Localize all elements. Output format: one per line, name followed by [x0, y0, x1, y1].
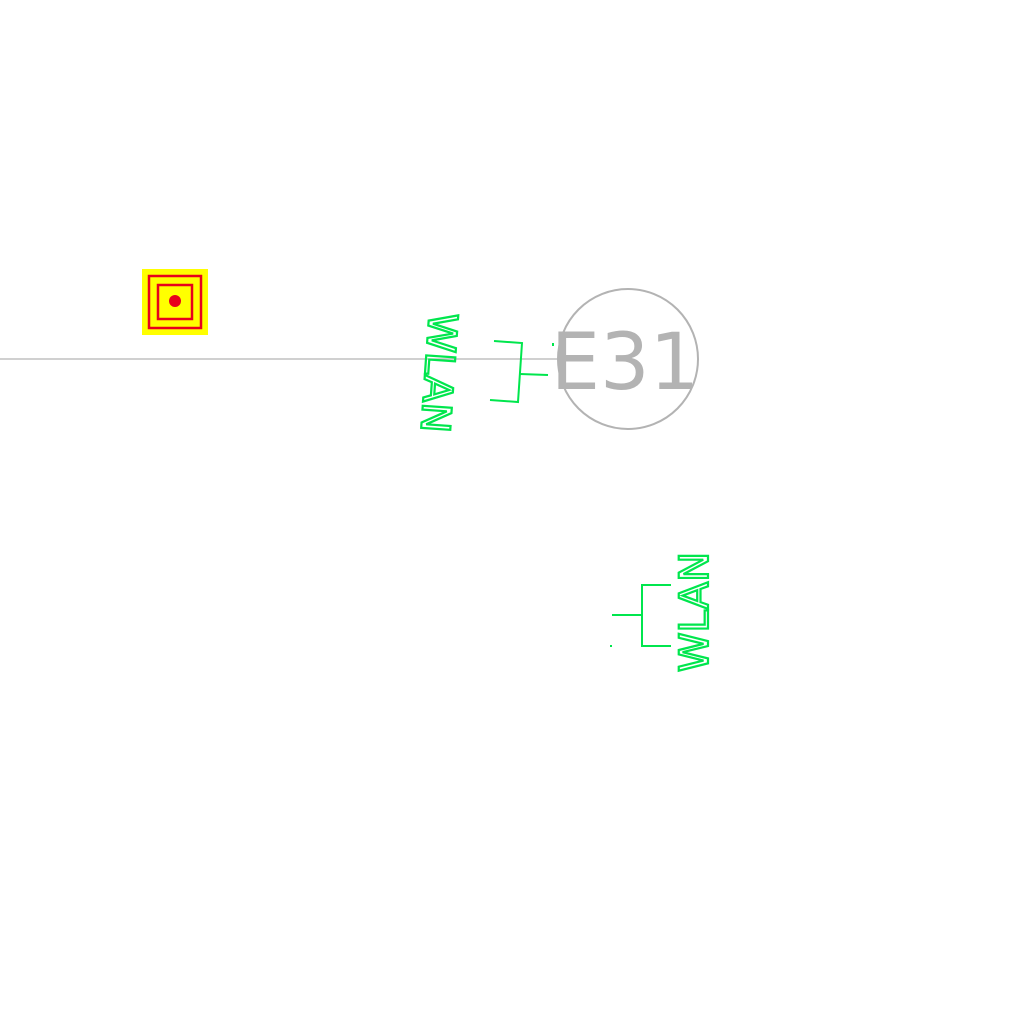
- wlan-label: WLAN: [672, 552, 718, 672]
- wlan-antenna-icon: [610, 584, 671, 647]
- target-square-icon[interactable]: [142, 269, 208, 335]
- wlan-symbol-1[interactable]: WLAN: [410, 310, 554, 435]
- grid-bubble-label: E31: [551, 318, 700, 408]
- wlan-antenna-icon: [489, 340, 554, 404]
- grid-bubble-circle: [557, 288, 699, 430]
- wlan-label: WLAN: [411, 311, 465, 434]
- grid-bubble: E31: [551, 288, 700, 430]
- wlan-symbol-2[interactable]: WLAN: [610, 551, 719, 673]
